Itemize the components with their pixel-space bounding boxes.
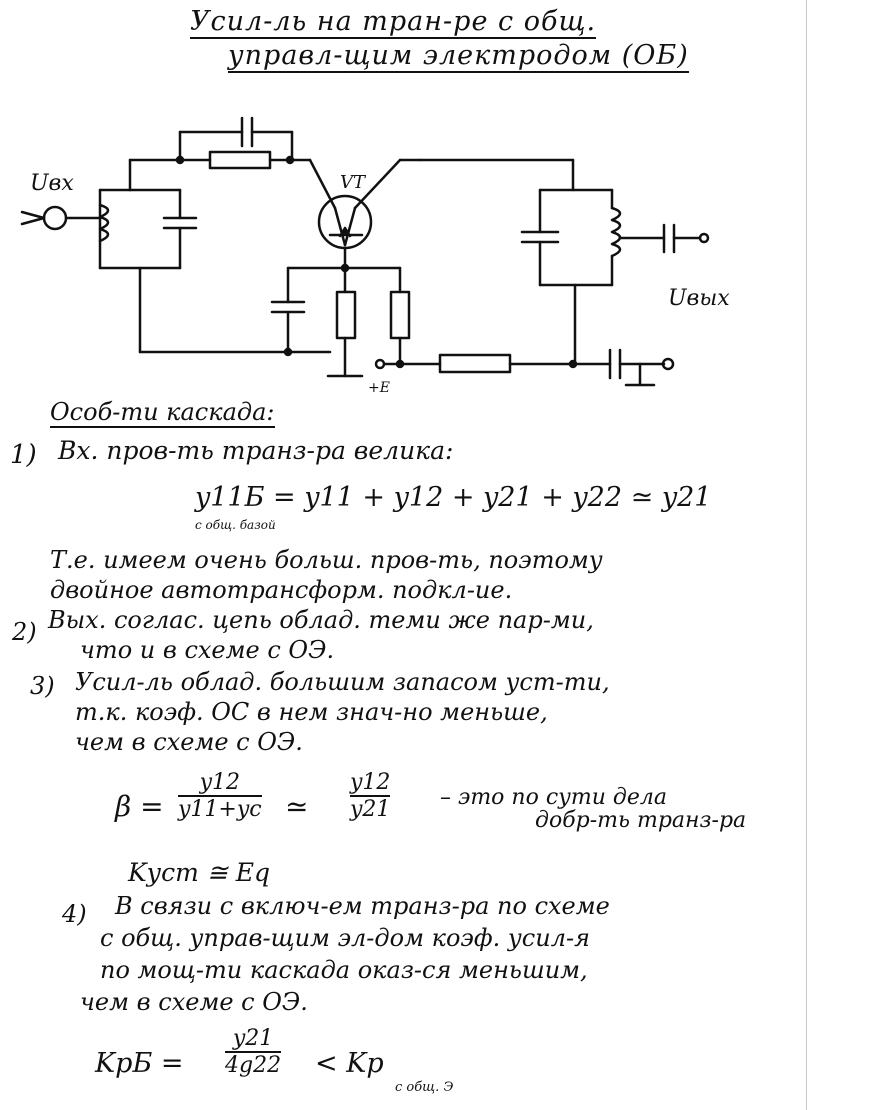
input-source-symbol [20,205,102,231]
item-4-line-2: с общ. управ-щим эл-дом коэф. усил-я [100,924,590,952]
input-lc-tank [98,158,198,354]
item-1-formula: y11Б = y11 + y12 + y21 + y22 ≃ y21 [195,482,712,513]
base-bias-network [138,246,411,378]
item-4-line-3: по мощ-ти каскада оказ-ся меньшим, [100,956,588,984]
beta-fraction-2-denominator: y21 [350,797,391,822]
item-2-line-1: Вых. соглас. цепь облад. теми же пар-ми, [48,606,594,634]
supply-and-output [374,348,675,387]
item-3-number: 3) [30,672,55,700]
output-lc-tank [418,158,710,366]
beta-approx: ≃ [285,790,309,823]
beta-fraction-2-numerator: y12 [350,770,391,795]
item-1-number: 1) [10,440,37,470]
item-3-line-2: т.к. коэф. ОС в нем знач-но меньше, [75,698,548,726]
kp-fraction: y21 4g22 [225,1026,282,1078]
item-3-line-1: Усил-ль облад. большим запасом уст-ти, [75,668,610,696]
beta-fraction-1-numerator: y12 [199,770,241,795]
features-heading: Особ-ти каскада: [50,398,275,428]
input-voltage-label: Uвх [30,171,74,196]
beta-remark-1: – это по сути дела [440,785,668,810]
kp-lhs: KрБ = [95,1048,184,1079]
item-4-number: 4) [62,900,87,928]
title-line-2: управл-щим электродом (ОБ) [228,40,689,73]
transistor-vt [308,158,422,250]
item-2-number: 2) [12,618,37,646]
circuit-schematic: Uвх Uвых VT +E [20,116,730,396]
item-4-line-1: В связи с включ-ем транз-ра по схеме [115,892,610,920]
beta-lhs: β = [115,790,164,823]
kust-formula: Kуст ≅ Eq [128,858,270,887]
item-2-line-2: что и в схеме с ОЭ. [80,636,335,664]
output-voltage-label: Uвых [668,286,730,311]
title-line-1: Усил-ль на тран-ре с общ. [190,6,597,39]
beta-fraction-2: y12 y21 [350,770,391,822]
item-1-conclusion-2: двойное автотрансформ. подкл-ие. [50,576,513,604]
item-1-text: Вх. пров-ть транз-ра велика: [58,436,454,465]
transistor-label: VT [340,172,367,193]
item-1-formula-note: с общ. базой [195,518,276,532]
item-3-line-3: чем в схеме с ОЭ. [75,728,303,756]
beta-fraction-1: y12 y11+yc [178,770,262,822]
kp-numerator: y21 [232,1026,274,1051]
kp-rhs: < Kр [315,1048,384,1079]
kp-denominator: 4g22 [225,1053,282,1078]
kp-subscript: с общ. Э [395,1080,454,1095]
item-1-conclusion-1: Т.е. имеем очень больш. пров-ть, поэтому [50,546,603,574]
beta-remark-2: добр-ть транз-ра [535,808,747,833]
item-4-line-4: чем в схеме с ОЭ. [80,988,308,1016]
supply-label: +E [368,380,390,396]
notebook-margin-line [806,0,807,1110]
beta-fraction-1-denominator: y11+yc [178,797,262,822]
emitter-rc-network [128,116,312,170]
